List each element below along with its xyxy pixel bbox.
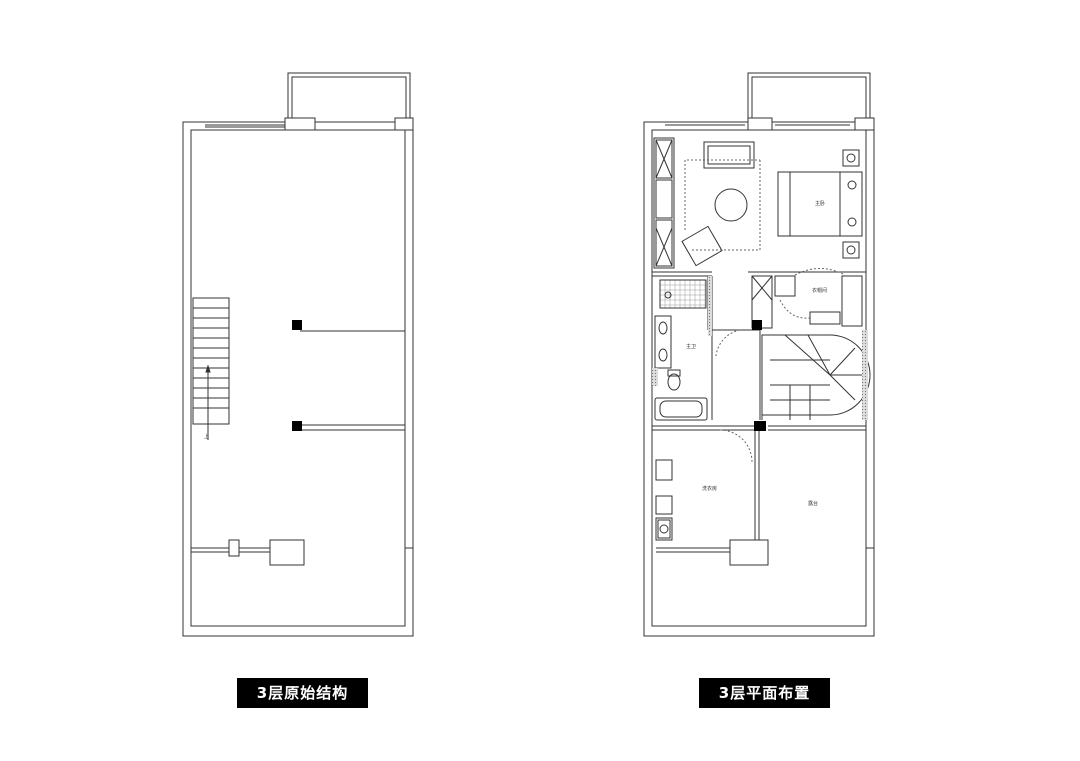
ac-unit xyxy=(729,539,769,566)
spiral-stair xyxy=(761,334,871,420)
vanity xyxy=(654,315,672,369)
cloakroom xyxy=(751,268,863,329)
caption-original-structure: 3层原始结构 xyxy=(237,678,368,708)
caption-floor-layout: 3层平面布置 xyxy=(699,678,830,708)
nightstand xyxy=(842,149,860,167)
toilet xyxy=(667,373,681,391)
stair-up-label: 上 xyxy=(204,433,209,440)
sofa xyxy=(703,141,755,169)
layout-plan xyxy=(643,72,875,637)
label-cloakroom: 衣帽间 xyxy=(812,287,827,294)
label-laundry: 洗衣房 xyxy=(702,485,717,492)
nightstand xyxy=(842,241,860,259)
original-structure-plan xyxy=(182,72,414,637)
master-bedroom xyxy=(653,137,863,269)
balcony-outline xyxy=(287,72,411,128)
bathtub xyxy=(654,397,708,421)
label-terrace: 露台 xyxy=(808,500,818,507)
stair xyxy=(192,297,230,440)
round-table xyxy=(714,188,748,222)
label-master-bedroom: 主卧 xyxy=(815,200,825,207)
column xyxy=(752,320,762,330)
armchair xyxy=(681,225,723,267)
laundry-room xyxy=(655,429,769,566)
column xyxy=(754,421,766,431)
column xyxy=(292,421,302,431)
shower xyxy=(659,279,707,309)
ac-unit-large xyxy=(269,539,305,566)
ac-unit-small xyxy=(228,539,240,557)
bed xyxy=(777,171,841,237)
balcony-outline xyxy=(747,72,871,128)
washer xyxy=(657,519,671,539)
column xyxy=(292,320,302,330)
master-bathroom xyxy=(654,276,713,421)
label-bathroom: 主卫 xyxy=(686,343,696,350)
